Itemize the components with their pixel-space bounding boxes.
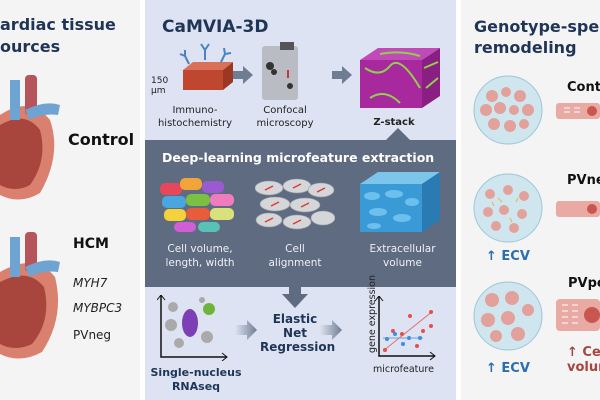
group-pvneg: PVneg [567,173,600,188]
arrow-icon [233,66,253,84]
step-label-confocal: Confocal microscopy [245,104,325,130]
step-label-immuno: Immuno-histochemistry [150,104,240,130]
scale-value: 150 [151,76,169,86]
z-stack-cube [360,48,440,108]
cell-volume-increase: ↑ Celvolum [567,345,600,375]
ecv-text: ECV [501,361,530,376]
ecv-text: ECV [501,249,530,264]
pointer-triangle [385,128,411,141]
group-pvpos: PVpos [568,276,600,291]
heart-illustration-hcm [0,232,60,359]
gene-mybpc3: MYBPC3 [73,301,123,315]
step-text: histochemistry [157,118,233,129]
umap-plot-illustration [157,295,228,361]
panel-title-line2: ources [0,37,61,56]
panel-title-line1: ardiac tissue [0,15,116,34]
gene-myh7: MYH7 [73,276,108,290]
tissue-sources-panel: ardiac tissue ources Control HCM MYH7 MY… [0,0,140,400]
cardiomyocyte-icon-pvneg [556,201,600,217]
feature-text: Cell volume, [167,243,233,255]
regression-text: Elastic [272,312,318,326]
camvia-title: CaMVIA-3D [162,17,269,37]
cardiomyocyte-icon-pvpos [556,299,600,331]
feature-text: Extracellular [369,243,436,255]
cell-volume-text: Cel [582,345,600,360]
band-title: Deep-learning microfeature extraction [162,150,435,165]
feature-text: length, width [165,257,235,269]
tissue-block-antibody-icon [179,43,233,90]
group-control: Control [567,80,600,95]
cell-volume-text: volum [567,360,600,375]
arrow-icon [320,320,342,340]
regression-text: Net [283,326,307,340]
feature-text: alignment [268,257,322,269]
plot-xlabel: microfeature [373,364,434,375]
tissue-circle-pvpos [473,281,543,351]
remodeling-title-line1: Genotype-speci [474,17,600,36]
snrna-text: RNAseq [171,380,221,393]
cell-volume-illustration [160,178,234,232]
tissue-circle-pvneg [473,173,543,243]
hcm-label: HCM [73,236,109,252]
cardiomyocyte-icon-control [556,103,600,119]
step-text: Confocal [263,105,307,116]
regression-scatter-plot [375,296,436,361]
remodeling-panel: Genotype-speci remodeling Control PVneg … [461,0,600,400]
step-text: Immuno- [172,105,218,116]
down-arrow-icon [282,284,308,308]
pvneg-label: PVneg [73,328,112,342]
snrna-text: Single-nucleus [150,366,242,379]
ecv-increase-pvneg: ↑ ECV [486,249,530,264]
feature-label-cell-alignment: Cell alignment [255,242,335,270]
feature-text: Cell [285,243,305,255]
feature-label-cell-volume: Cell volume, length, width [150,242,250,270]
arrow-icon [235,320,257,340]
confocal-microscope-icon [262,42,298,100]
feature-label-extracellular-volume: Extracellular volume [350,242,455,270]
step-text: microscopy [256,118,314,129]
scale-unit: µm [151,86,166,96]
extracellular-volume-illustration [360,172,440,232]
step-label-zstack: Z-stack [373,117,415,128]
tissue-circle-control [473,75,543,145]
feature-text: volume [383,257,422,269]
arrow-icon [332,66,352,84]
remodeling-title-line2: remodeling [474,38,577,57]
regression-text: Regression [260,340,336,354]
cell-alignment-illustration [255,178,335,230]
heart-illustration-control [0,75,60,200]
ecv-increase-pvpos: ↑ ECV [486,361,530,376]
control-label: Control [68,130,135,149]
